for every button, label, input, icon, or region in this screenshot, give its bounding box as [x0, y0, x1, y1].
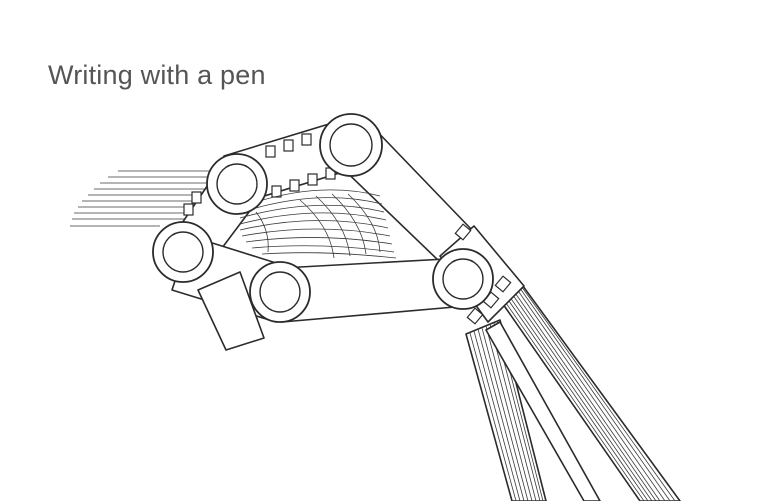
joint-1 — [320, 114, 382, 176]
joint-4 — [250, 262, 310, 322]
joint-2 — [207, 154, 267, 214]
tendon-bundles — [466, 282, 680, 501]
web-hatching — [240, 190, 396, 258]
joint-3 — [153, 222, 213, 282]
joint-5 — [433, 249, 493, 309]
